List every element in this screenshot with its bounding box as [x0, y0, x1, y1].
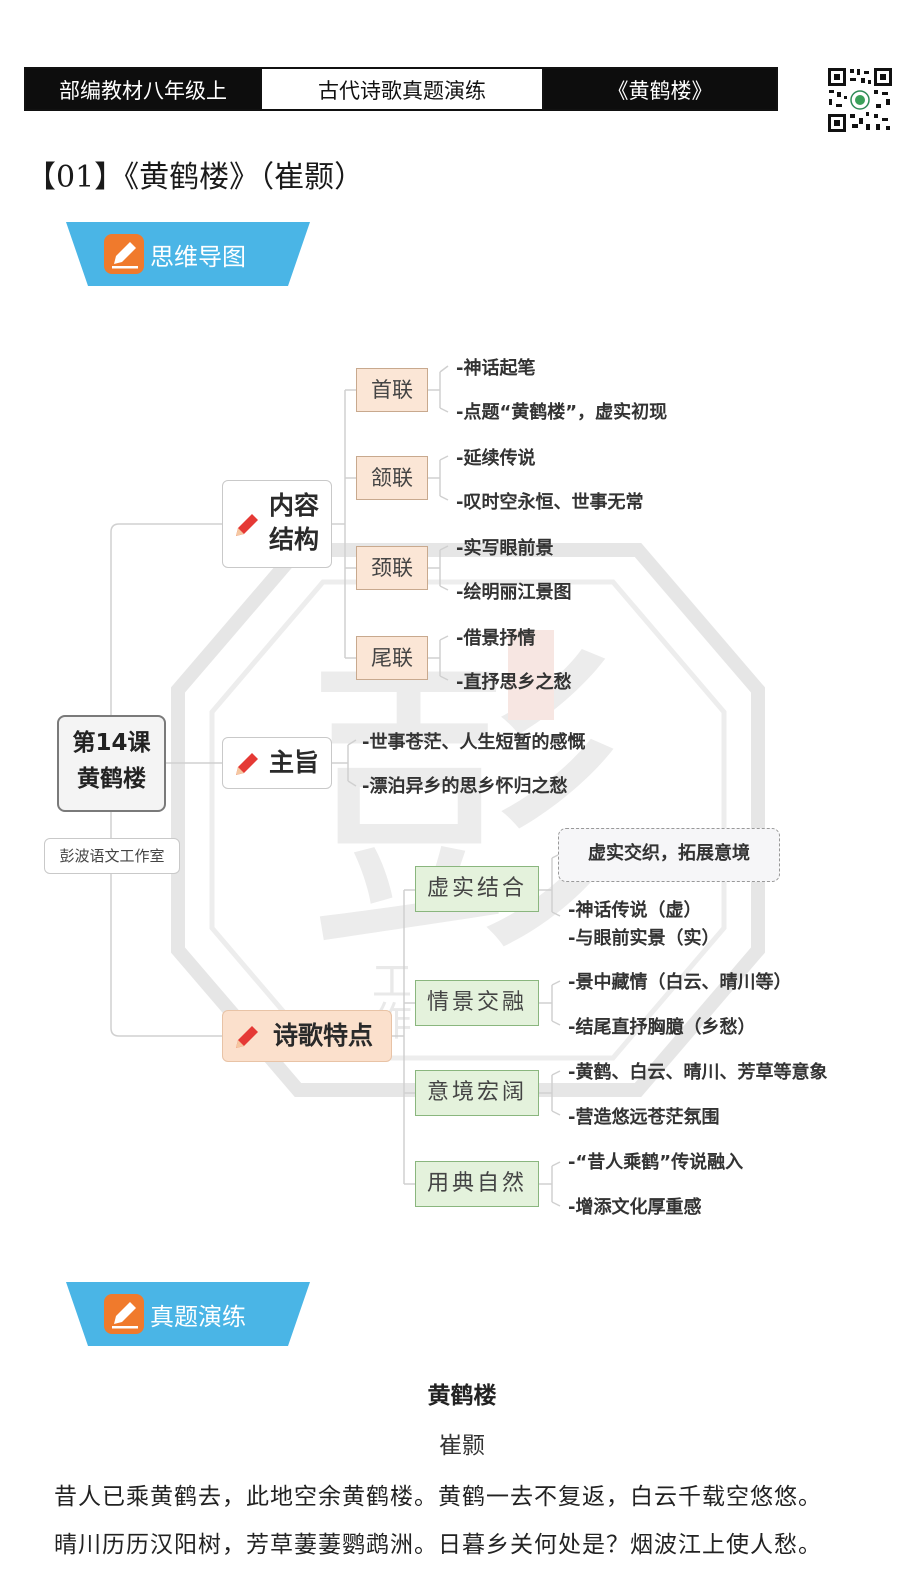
note-xushi: 虚实交织，拓展意境: [558, 828, 780, 882]
leaf-qingjing-1: -景中藏情（白云、晴川等）: [568, 972, 792, 993]
pencil-icon: [236, 753, 258, 775]
leaf-shoulian-2: -点题“黄鹤楼”，虚实初现: [456, 402, 668, 423]
pencil-icon: [236, 1026, 258, 1048]
leaf-theme-1: -世事苍茫、人生短暂的感慨: [362, 732, 586, 753]
header-section: 古代诗歌真题演练: [260, 67, 544, 111]
node-qingjing: 情景交融: [415, 980, 539, 1026]
poem-author: 崔颢: [439, 1433, 485, 1459]
poem-line-2: 晴川历历汉阳树，芳草萋萋鹦鹉洲。日暮乡关何处是？烟波江上使人愁。: [54, 1532, 822, 1558]
node-weilian: 尾联: [356, 636, 428, 680]
leaf-weilian-1: -借景抒情: [456, 628, 536, 649]
poem-title: 黄鹤楼: [427, 1383, 497, 1409]
branch-features-label: 诗歌特点: [273, 1021, 374, 1050]
mindmap-root: 第14课 黄鹤楼: [57, 715, 166, 812]
leaf-hanlian-1: -延续传说: [456, 448, 536, 469]
leaf-shoulian-1: -神话起笔: [456, 358, 536, 379]
leaf-hanlian-2: -叹时空永恒、世事无常: [456, 492, 644, 513]
header-poem: 《黄鹤楼》: [542, 67, 778, 111]
node-jinglian: 颈联: [356, 546, 428, 590]
lesson-title: 【01】《黄鹤楼》（崔颢）: [26, 160, 365, 195]
header-textbook: 部编教材八年级上: [24, 67, 262, 111]
studio-label: 彭波语文工作室: [44, 838, 180, 874]
branch-features: 诗歌特点: [222, 1010, 392, 1062]
node-hanlian: 颔联: [356, 456, 428, 500]
pencil-icon: [236, 514, 258, 536]
qr-code-icon[interactable]: [826, 66, 894, 134]
exercise-banner: [66, 1282, 310, 1346]
mindmap-banner: [66, 222, 310, 286]
studio-watermark-seal: 彭 工作: [171, 543, 765, 1097]
leaf-jinglian-2: -绘明丽江景图: [456, 582, 572, 603]
leaf-weilian-2: -直抒思乡之愁: [456, 672, 572, 693]
node-yongdian: 用典自然: [415, 1161, 539, 1207]
exercise-banner-label: 真题演练: [150, 1303, 246, 1331]
leaf-yijing-1: -黄鹤、白云、晴川、芳草等意象: [568, 1062, 828, 1083]
branch-structure-line1: 内容: [269, 491, 320, 520]
branch-theme-label: 主旨: [269, 748, 320, 777]
branch-theme: 主旨: [222, 737, 332, 789]
branch-structure-line2: 结构: [269, 525, 320, 554]
branch-structure: 内容 结构: [222, 480, 332, 568]
mindmap-banner-label: 思维导图: [150, 243, 246, 271]
leaf-yijing-2: -营造悠远苍茫氛围: [568, 1107, 720, 1128]
node-yijing: 意境宏阔: [415, 1070, 539, 1116]
leaf-jinglian-1: -实写眼前景: [456, 538, 554, 559]
node-xushi: 虚实结合: [415, 866, 539, 912]
node-shoulian: 首联: [356, 368, 428, 412]
leaf-yongdian-2: -增添文化厚重感: [568, 1197, 702, 1218]
root-lesson-number: 第14课: [72, 730, 151, 756]
poem-line-1: 昔人已乘黄鹤去，此地空余黄鹤楼。黄鹤一去不复返，白云千载空悠悠。: [54, 1484, 822, 1510]
root-poem-title: 黄鹤楼: [77, 766, 146, 792]
leaf-qingjing-2: -结尾直抒胸臆（乡愁）: [568, 1017, 756, 1038]
leaf-xushi-2: -与眼前实景（实）: [568, 928, 720, 949]
leaf-xushi-1: -神话传说（虚）: [568, 900, 702, 921]
leaf-yongdian-1: -“昔人乘鹤”传说融入: [568, 1152, 744, 1173]
leaf-theme-2: -漂泊异乡的思乡怀归之愁: [362, 776, 568, 797]
